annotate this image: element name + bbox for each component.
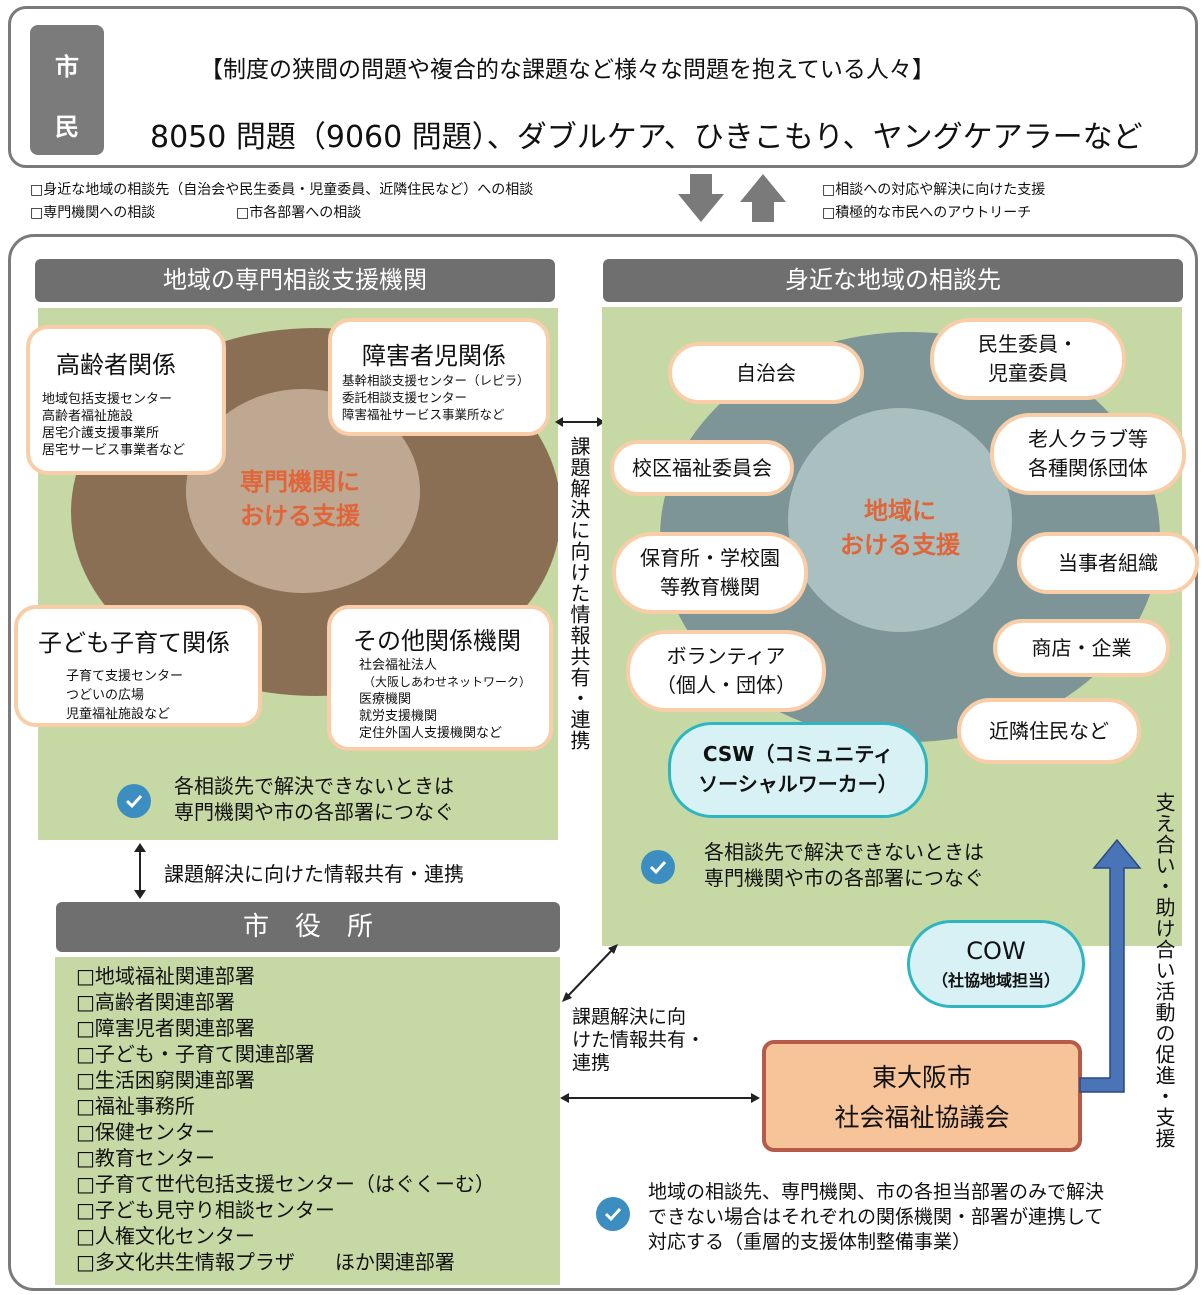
place-minsei: 民生委員・ 児童委員	[930, 318, 1126, 400]
local-inner-circle	[788, 408, 1012, 632]
place-volunteer: ボランティア （個人・団体）	[626, 630, 826, 712]
specialized-header: 地域の専門相談支援機関	[35, 259, 555, 302]
city-item: □子ども・子育て関連部署	[76, 1042, 315, 1066]
children-list: 子育て支援センター つどいの広場 児童福祉施設など	[66, 669, 184, 722]
cow-box: COW （社協地域担当）	[907, 920, 1085, 1008]
citizens-label: 市 民	[30, 25, 104, 155]
category-children: 子ども子育て関係 子育て支援センター つどいの広場 児童福祉施設など	[14, 605, 262, 727]
other-list: 社会福祉法人 （大阪しあわせネットワーク） 医療機関 就労支援機関 定住外国人支…	[359, 658, 532, 741]
specialized-note: 各相談先で解決できないときは 専門機関や市の各部署につなぐ	[174, 774, 454, 824]
city-item: □障害児者関連部署	[76, 1016, 255, 1040]
place-kouku: 校区福祉委員会	[610, 440, 794, 496]
council-arrow	[560, 1093, 760, 1103]
city-item: □人権文化センター	[76, 1224, 255, 1248]
citizens-problems: 8050 問題（9060 問題）、ダブルケア、ひきこもり、ヤングケアラーなど	[150, 120, 1143, 155]
city-hall-panel	[55, 957, 560, 1285]
bottom-note: 地域の相談先、専門機関、市の各担当部署のみで解決 できない場合はそれぞれの関係機…	[648, 1181, 1105, 1253]
check-icon-local	[641, 850, 675, 884]
flow-arrows	[678, 174, 786, 222]
city-hall-header: 市 役 所	[56, 902, 560, 952]
side-vertical-text: 支え合い・助け合い活動の促進・支援	[1152, 792, 1176, 1149]
down-arrow	[678, 174, 724, 222]
city-item: □教育センター	[76, 1146, 215, 1170]
horizontal-arrow-top	[555, 417, 605, 427]
place-shoten: 商店・企業	[993, 619, 1170, 677]
city-item: □地域福祉関連部署	[76, 964, 255, 988]
disability-list: 基幹相談支援センター（レピラ） 委託相談支援センター 障害福祉サービス事業所など	[342, 373, 530, 422]
place-kinrin: 近隣住民など	[957, 698, 1141, 764]
csw-box: CSW（コミュニティ ソーシャルワーカー）	[668, 722, 928, 818]
check-icon-bottom	[596, 1197, 630, 1231]
diagonal-arrow	[562, 944, 618, 1002]
flow-right-1: □相談への対応や解決に向けた支援	[822, 182, 1046, 198]
up-arrow	[740, 174, 786, 222]
city-hall-list: □地域福祉関連部署 □高齢者関連部署 □障害児者関連部署 □子ども・子育て関連部…	[76, 963, 495, 1275]
place-tojisha: 当事者組織	[1017, 532, 1199, 594]
city-item: □子ども見守り相談センター	[76, 1198, 335, 1222]
flow-left-3: □市各部署への相談	[236, 205, 362, 221]
flow-left-1: □身近な地域の相談先（自治会や民生委員・児童委員、近隣住民など）への相談	[30, 182, 534, 198]
place-jichikai: 自治会	[668, 342, 864, 404]
citizens-heading: 【制度の狭間の問題や複合的な課題など様々な問題を抱えている人々】	[200, 57, 935, 83]
city-item: □多文化共生情報プラザ ほか関連部署	[76, 1250, 455, 1274]
check-icon	[117, 784, 151, 818]
vertical-arrow-left	[134, 843, 146, 899]
category-disability: 障害者児関係 基幹相談支援センター（レピラ） 委託相談支援センター 障害福祉サー…	[328, 318, 550, 436]
specialized-center: 専門機関に おける支援	[240, 468, 360, 530]
elderly-list: 地域包括支援センター 高齢者福祉施設 居宅介護支援事業所 居宅サービス事業者など	[42, 392, 186, 458]
vertical-link-text: 課題解決に向けた情報共有・連携	[567, 436, 591, 751]
local-center: 地域に おける支援	[840, 497, 960, 559]
council-box: 東大阪市 社会福祉協議会	[762, 1040, 1082, 1152]
city-item: □生活困窮関連部署	[76, 1068, 255, 1092]
local-header: 身近な地域の相談先	[603, 259, 1183, 302]
category-elderly: 高齢者関係 地域包括支援センター 高齢者福祉施設 居宅介護支援事業所 居宅サービ…	[26, 325, 226, 475]
category-other: その他関係機関 社会福祉法人 （大阪しあわせネットワーク） 医療機関 就労支援機…	[327, 605, 553, 751]
flow-right-2: □積極的な市民へのアウトリーチ	[822, 205, 1032, 221]
city-item: □福祉事務所	[76, 1094, 195, 1118]
support-arrow	[1079, 838, 1142, 1093]
place-rojin-club: 老人クラブ等 各種関係団体	[990, 413, 1186, 495]
place-hoikusho: 保育所・学校園 等教育機関	[612, 532, 808, 614]
flow-left-2: □専門機関への相談	[30, 205, 156, 221]
citizens-box	[8, 6, 1198, 168]
local-note: 各相談先で解決できないときは 専門機関や市の各部署につなぐ	[704, 840, 984, 890]
diagonal-link-text: 課題解決に向 けた情報共有・ 連携	[572, 1006, 706, 1074]
city-item: □高齢者関連部署	[76, 990, 235, 1014]
inner-circle	[186, 389, 420, 593]
city-item: □子育て世代包括支援センター（はぐくーむ）	[76, 1172, 495, 1196]
city-item: □保健センター	[76, 1120, 215, 1144]
horizontal-link-text: 課題解決に向けた情報共有・連携	[164, 862, 464, 886]
